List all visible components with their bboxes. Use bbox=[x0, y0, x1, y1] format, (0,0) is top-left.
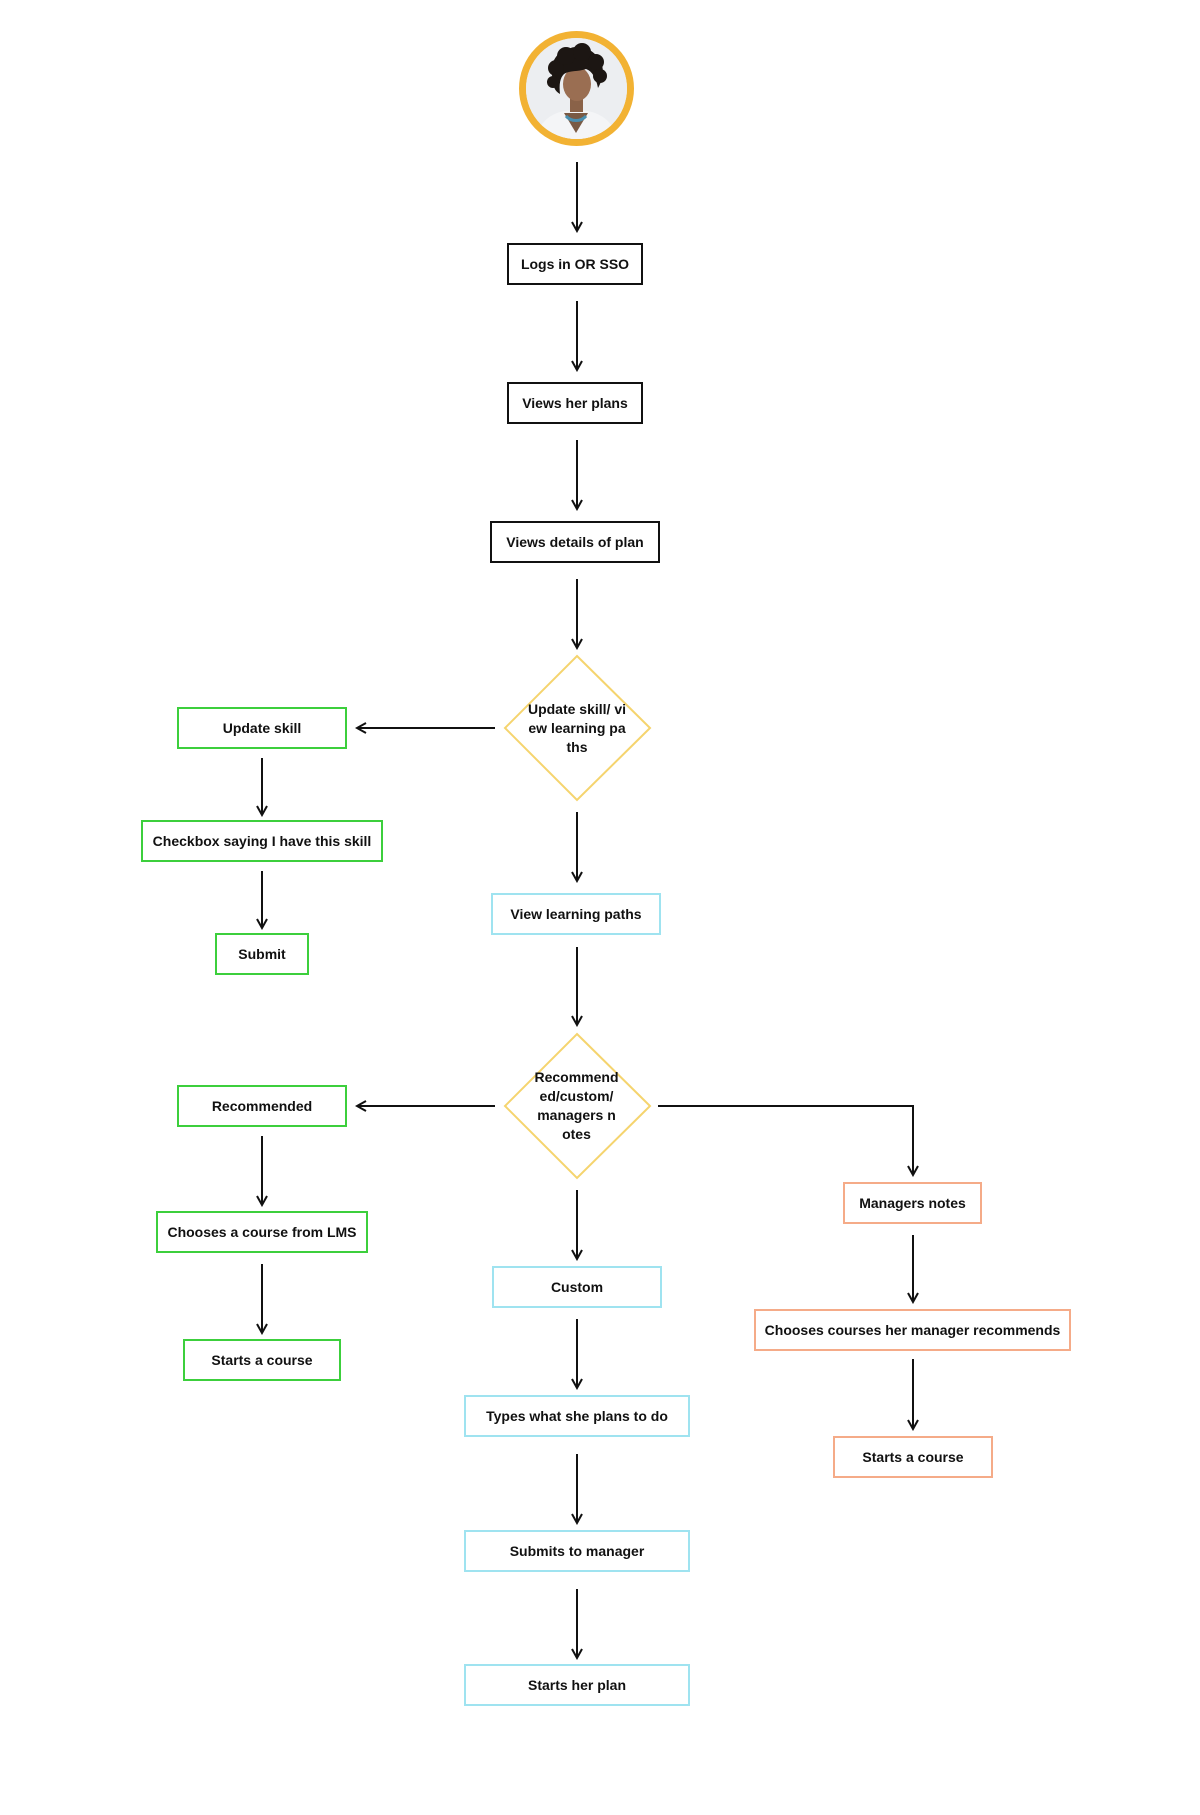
user-avatar-photo-icon bbox=[526, 38, 627, 139]
decision-diamond-paths bbox=[503, 1032, 652, 1180]
node-recommended: Recommended bbox=[177, 1085, 347, 1127]
node-starts-course-right: Starts a course bbox=[833, 1436, 993, 1478]
node-checkbox-skill: Checkbox saying I have this skill bbox=[141, 820, 383, 862]
node-view-learning-paths: View learning paths bbox=[491, 893, 661, 935]
node-starts-her-plan: Starts her plan bbox=[464, 1664, 690, 1706]
node-custom: Custom bbox=[492, 1266, 662, 1308]
node-chooses-course-lms: Chooses a course from LMS bbox=[156, 1211, 368, 1253]
decision-update-skill-label: Update skill/ view learning paths bbox=[527, 700, 627, 755]
decision-diamonds bbox=[503, 654, 652, 1180]
decision-paths-label: Recommend ed/custom/ managers notes bbox=[534, 1069, 619, 1142]
decision-diamond-update bbox=[503, 654, 652, 802]
user-avatar-icon bbox=[519, 31, 634, 146]
node-update-skill: Update skill bbox=[177, 707, 347, 749]
arrow-decision-to-managers-notes bbox=[658, 1105, 913, 1175]
node-logs-in: Logs in OR SSO bbox=[507, 243, 643, 285]
node-views-details-of-plan: Views details of plan bbox=[490, 521, 660, 563]
node-submits-to-manager: Submits to manager bbox=[464, 1530, 690, 1572]
node-submit: Submit bbox=[215, 933, 309, 975]
connector-lines bbox=[262, 162, 913, 1658]
node-views-her-plans: Views her plans bbox=[507, 382, 643, 424]
node-chooses-manager-courses: Chooses courses her manager recommends bbox=[754, 1309, 1071, 1351]
node-managers-notes: Managers notes bbox=[843, 1182, 982, 1224]
node-starts-course-left: Starts a course bbox=[183, 1339, 341, 1381]
node-types-plan: Types what she plans to do bbox=[464, 1395, 690, 1437]
